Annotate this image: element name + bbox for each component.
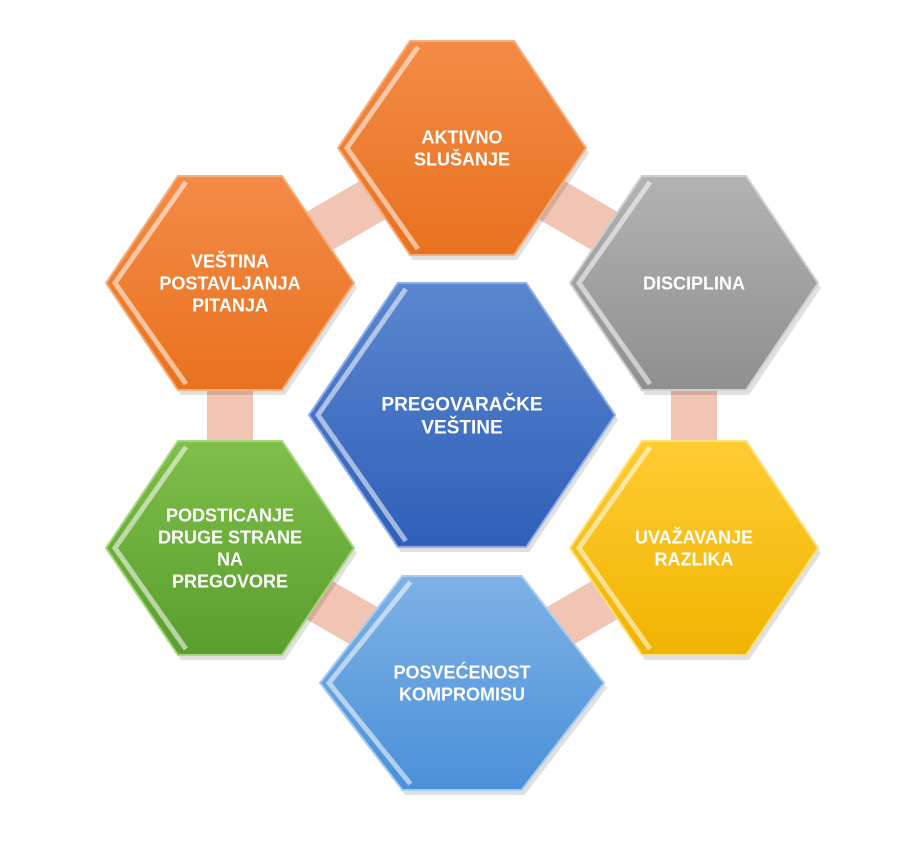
hexagon-label-line: PODSTICANJE bbox=[166, 506, 294, 526]
hexagon-bevel bbox=[314, 287, 408, 543]
hexagon-label-line: SLUŠANJE bbox=[414, 148, 510, 169]
hexagon-bevel bbox=[343, 45, 420, 251]
hexagon-shape bbox=[104, 175, 356, 391]
hexagon-label-line: AKTIVNO bbox=[422, 128, 503, 148]
hexagon-label-line: RAZLIKA bbox=[655, 549, 734, 569]
hexagon-label-line: PITANJA bbox=[192, 295, 268, 315]
hexagon-label-line: VEŠTINA bbox=[191, 251, 269, 272]
hexagon-label-line: UVAŽAVANJE bbox=[635, 527, 753, 548]
hexagon-bevel bbox=[111, 180, 188, 386]
hexagon-shape bbox=[104, 440, 356, 656]
hexagon-shape bbox=[568, 440, 820, 656]
hexagon-label-line: DRUGE STRANE bbox=[158, 528, 302, 548]
hexagon-label-line: NA bbox=[217, 549, 243, 569]
hexagon-bevel bbox=[575, 180, 652, 386]
hexagon-shape bbox=[318, 575, 606, 791]
hexagon-bevel bbox=[575, 445, 652, 651]
hexagon-label-line: KOMPROMISU bbox=[399, 684, 525, 704]
hexagon-label-line: POSTAVLJANJA bbox=[159, 273, 300, 293]
hexagon-label-line: DISCIPLINA bbox=[643, 273, 745, 293]
hexagon-label-line: PREGOVORE bbox=[172, 571, 288, 591]
hexagon-shape bbox=[307, 282, 617, 548]
hexagon-shape bbox=[336, 40, 588, 256]
hexagon-shape bbox=[568, 175, 820, 391]
hexagon-disciplina: DISCIPLINA bbox=[568, 175, 821, 395]
hexagon-bevel bbox=[325, 580, 413, 786]
hexagon-label-line: POSVEĆENOST bbox=[393, 662, 530, 683]
hexagon-bevel bbox=[111, 445, 188, 651]
hexagon-label-line: PREGOVARAČKE bbox=[381, 393, 542, 415]
hexagon-label-line: VEŠTINE bbox=[421, 416, 502, 438]
